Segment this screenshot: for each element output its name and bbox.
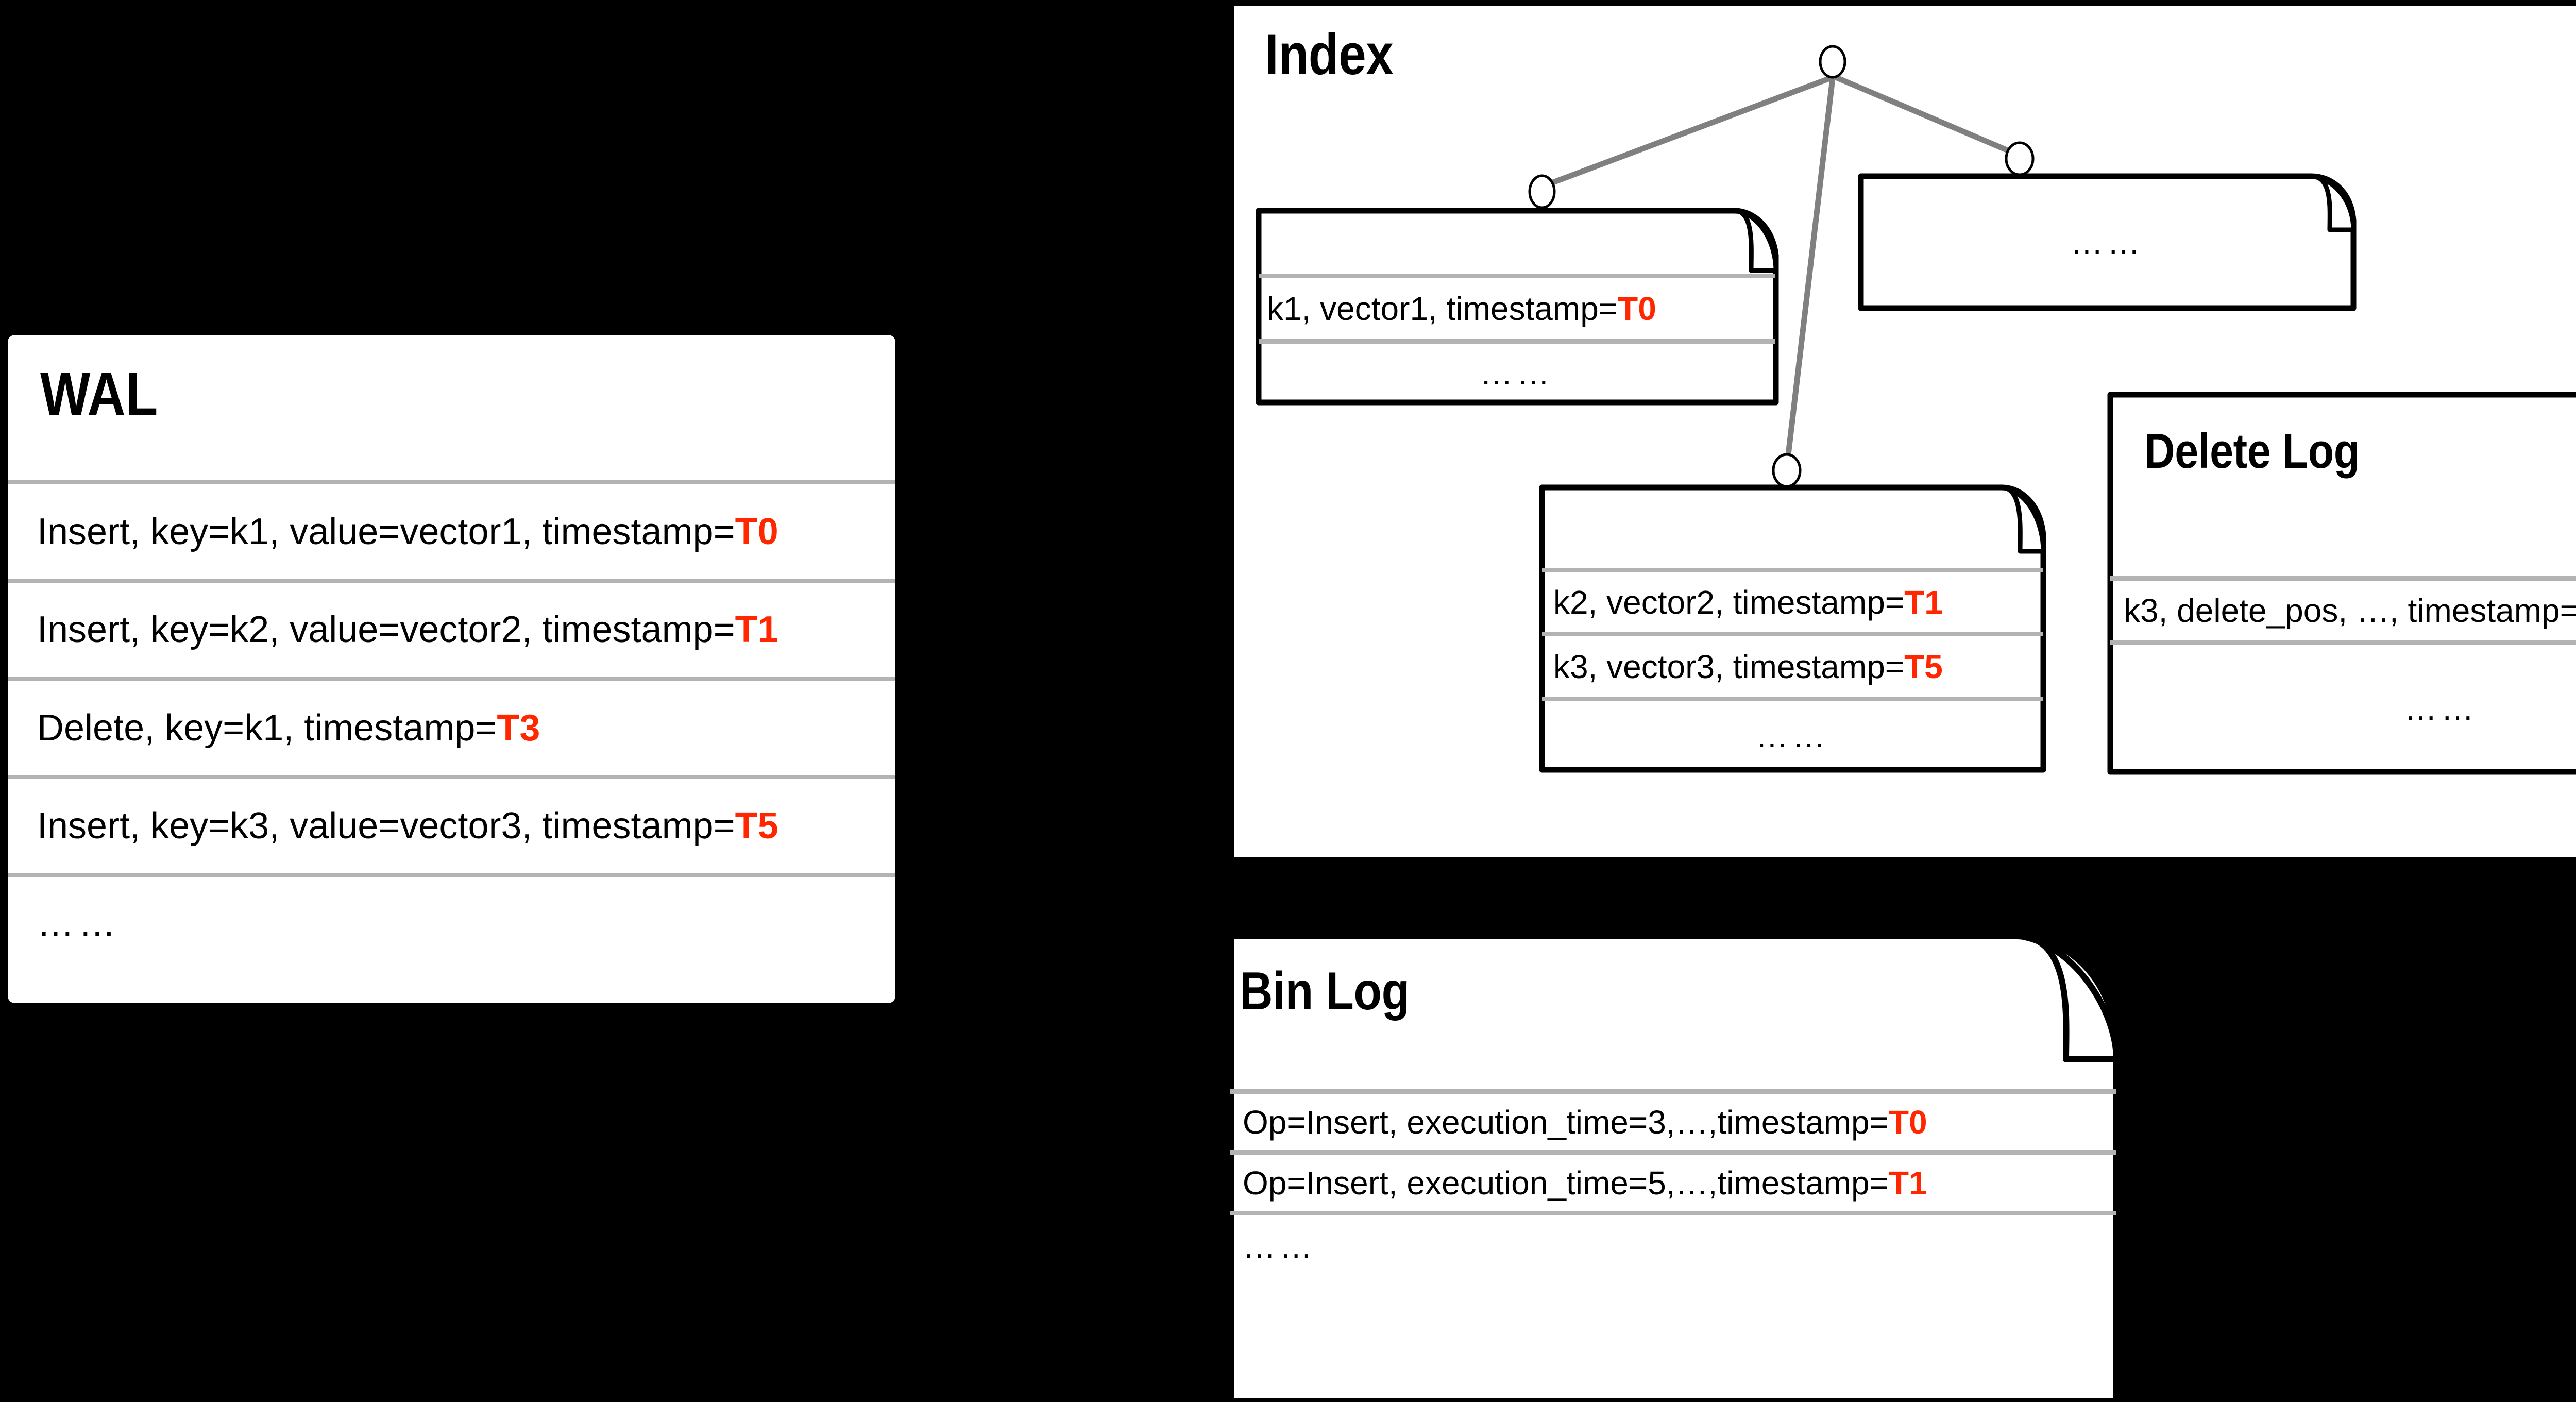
wal-row-text: Insert, key=k1, value=vector1, timestamp… (37, 511, 735, 552)
index-card-row: k1, vector1, timestamp=T0 (1267, 278, 1772, 339)
wal-row-text: …… (37, 903, 121, 944)
wal-row-timestamp: T3 (497, 707, 540, 749)
bin-log-row: Op=Insert, execution_time=5,…,timestamp=… (1243, 1155, 2116, 1211)
bin-log-row: Op=Insert, execution_time=3,…,timestamp=… (1243, 1094, 2116, 1150)
card-row-text: Op=Insert, execution_time=3,…,timestamp= (1243, 1103, 1889, 1141)
card-divider (2110, 640, 2576, 645)
index-card-row: k2, vector2, timestamp=T1 (1553, 572, 2043, 632)
bin-log-divider (1230, 1089, 2116, 1094)
wal-panel (8, 335, 895, 1003)
wal-row: Insert, key=k3, value=vector3, timestamp… (37, 779, 778, 873)
bin-log-title: Bin Log (1240, 961, 1410, 1021)
card-row-text: …… (2404, 689, 2478, 727)
bin-log-card: Bin Log Op=Insert, execution_time=3,…,ti… (1227, 932, 2228, 1402)
delete-log-row: …… (2110, 645, 2576, 772)
delete-log-row: k3, delete_pos, …, timestamp=T3 (2124, 581, 2576, 640)
delete-log-title: Delete Log (2144, 424, 2360, 479)
index-card-k2k3: k2, vector2, timestamp=T1 k3, vector3, t… (1539, 484, 2046, 773)
card-row-timestamp: T1 (1888, 1164, 1927, 1202)
wal-row: Delete, key=k1, timestamp=T3 (37, 681, 540, 775)
card-row-text: Op=Insert, execution_time=5,…,timestamp= (1243, 1164, 1889, 1202)
wal-row-timestamp: T0 (735, 511, 778, 552)
card-row-timestamp: T1 (1904, 583, 1943, 621)
card-divider (1542, 632, 2043, 636)
bin-log-row: …… (1243, 1215, 2116, 1277)
card-divider (1259, 339, 1775, 344)
bin-log-divider (1230, 1150, 2116, 1155)
card-divider (1542, 568, 2043, 572)
card-divider (1259, 274, 1775, 278)
wal-row-text: Insert, key=k3, value=vector3, timestamp… (37, 805, 735, 847)
wal-divider (8, 873, 895, 877)
card-row-text: k1, vector1, timestamp= (1267, 290, 1618, 327)
index-card-row: k3, vector3, timestamp=T5 (1553, 636, 2043, 697)
wal-row-text: Insert, key=k2, value=vector2, timestamp… (37, 609, 735, 650)
wal-row: Insert, key=k2, value=vector2, timestamp… (37, 583, 778, 677)
index-title: Index (1265, 22, 1394, 87)
card-divider (1542, 697, 2043, 701)
wal-row-text: Delete, key=k1, timestamp= (37, 707, 497, 749)
card-row-timestamp: T0 (1618, 290, 1656, 327)
wal-title: WAL (40, 360, 158, 429)
bin-log-divider (1230, 1211, 2116, 1215)
wal-divider (8, 677, 895, 681)
wal-row: …… (37, 877, 120, 970)
card-row-text: k3, delete_pos, …, timestamp= (2124, 592, 2576, 629)
wal-divider (8, 480, 895, 484)
card-row-text: k2, vector2, timestamp= (1553, 583, 1905, 621)
index-card-row: …… (1542, 701, 2043, 770)
index-card-row: …… (1259, 344, 1775, 402)
card-row-text: …… (2070, 224, 2144, 261)
index-card-row: …… (1861, 176, 2353, 308)
card-row-timestamp: T0 (1888, 1103, 1927, 1141)
index-card-right: …… (1858, 173, 2357, 311)
wal-row-timestamp: T1 (735, 609, 778, 650)
wal-divider (8, 579, 895, 583)
wal-divider (8, 775, 895, 779)
card-divider (2110, 576, 2576, 581)
wal-row-timestamp: T5 (735, 805, 778, 847)
card-row-text: …… (1480, 354, 1554, 392)
index-card-k1: k1, vector1, timestamp=T0 …… (1256, 208, 1779, 406)
delete-log-card: Delete Log k3, delete_pos, …, timestamp=… (2107, 392, 2576, 775)
card-row-text: k3, vector3, timestamp= (1553, 648, 1905, 685)
card-row-timestamp: T5 (1904, 648, 1943, 685)
card-row-text: …… (1243, 1228, 1317, 1265)
wal-row: Insert, key=k1, value=vector1, timestamp… (37, 484, 778, 579)
card-row-text: …… (1755, 717, 1829, 754)
